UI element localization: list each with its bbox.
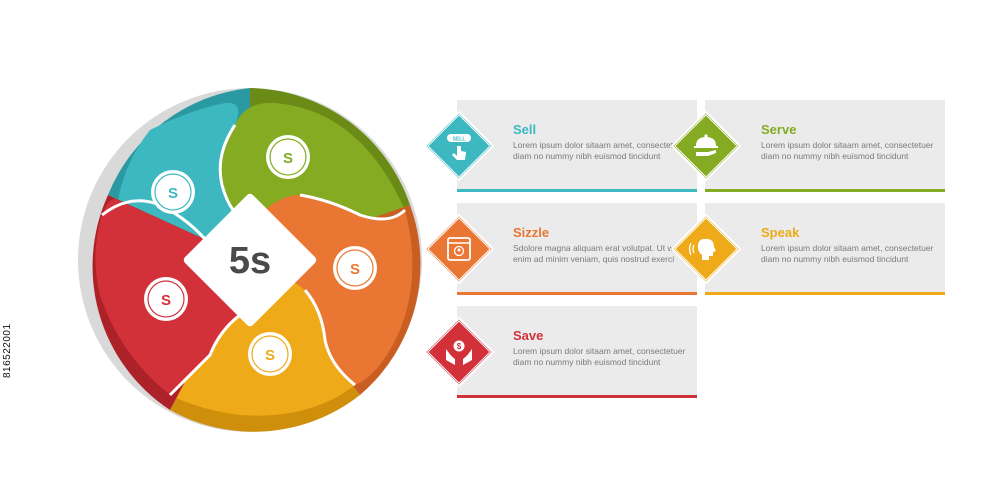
segment-green-face [220, 102, 405, 225]
card-title: Sell [513, 122, 537, 137]
center-diamond [183, 193, 317, 327]
badge-letter: S [350, 261, 360, 278]
card-accent-bar [705, 189, 945, 192]
card-text: Lorem ipsum dolor sitaam amet, consectet… [761, 140, 934, 161]
badge-green: S [266, 135, 310, 179]
card-text: Lorem ipsum dolor sitaam amet, consectet… [513, 140, 686, 161]
badge-yellow: S [248, 332, 292, 376]
center-label: 5s [229, 240, 271, 282]
card-accent-bar [457, 292, 697, 295]
badge-orange: S [333, 246, 377, 290]
card-save: Save Lorem ipsum dolor sitaam amet, cons… [457, 306, 697, 398]
card-text: Sdolore magna aliquam erat volutpat. Ut … [513, 243, 682, 264]
badge-letter: S [168, 185, 178, 202]
card-speak: Speak Lorem ipsum dolor sitaam amet, con… [705, 203, 945, 295]
badge-letter: S [161, 292, 171, 309]
card-title: Sizzle [513, 225, 550, 240]
badge-letter: S [283, 150, 293, 167]
card-text: Lorem ipsum dolor sitaam amet, consectet… [761, 243, 934, 264]
cycle-diagram: 5s S S S S S [78, 88, 422, 432]
svg-text:$: $ [457, 342, 462, 351]
card-accent-bar [457, 395, 697, 398]
serving-cloche-icon [670, 110, 742, 182]
speaking-head-icon [670, 213, 742, 285]
web-profile-icon [423, 213, 495, 285]
sell-badge-text: SELL [453, 137, 466, 143]
card-text: Lorem ipsum dolor sitaam amet, consectet… [513, 346, 686, 367]
sell-tag-icon: SELL [423, 110, 495, 182]
image-id-label: 816522001 [2, 323, 13, 378]
badge-red: S [144, 277, 188, 321]
money-hands-icon: $ [423, 316, 495, 388]
card-title: Speak [761, 225, 800, 240]
card-accent-bar [457, 189, 697, 192]
card-sell: Sell Lorem ipsum dolor sitaam amet, cons… [457, 100, 697, 192]
badge-teal: S [151, 170, 195, 214]
badge-letter: S [265, 347, 275, 364]
card-accent-bar [705, 292, 945, 295]
card-sizzle: Sizzle Sdolore magna aliquam erat volutp… [457, 203, 697, 295]
card-title: Save [513, 328, 544, 343]
card-title: Serve [761, 122, 797, 137]
card-serve: Serve Lorem ipsum dolor sitaam amet, con… [705, 100, 945, 192]
